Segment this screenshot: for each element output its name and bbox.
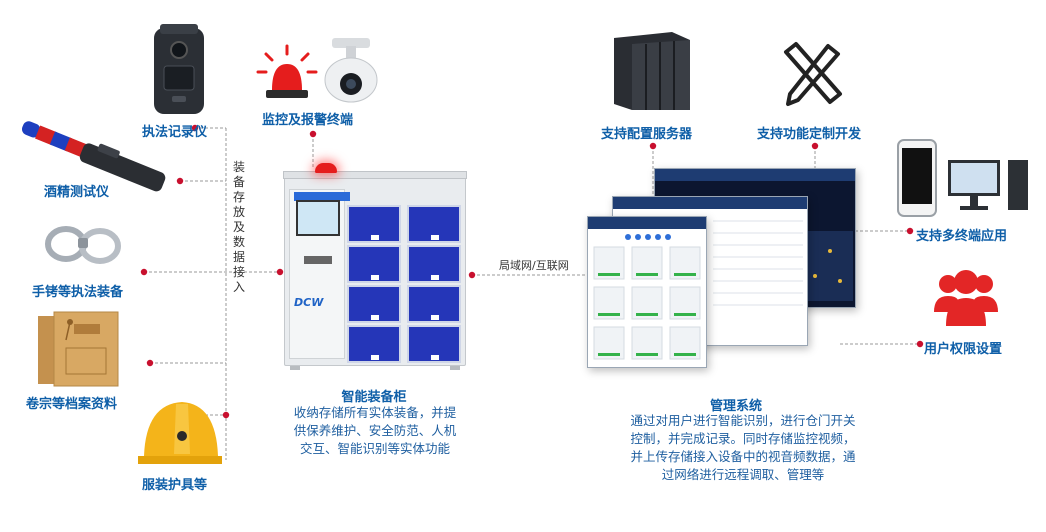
cabinet-legs bbox=[290, 366, 460, 370]
management-title: 管理系统 bbox=[709, 399, 762, 414]
handcuffs-icon bbox=[45, 226, 121, 264]
cabinet-description: 收纳存储所有实体装备，并提 供保养维护、安全防范、人机 交互、智能识别等实体功能 bbox=[282, 404, 468, 458]
cabinet-door bbox=[347, 245, 401, 283]
cabinet-door bbox=[407, 245, 461, 283]
alcohol-tester-icon bbox=[21, 121, 166, 192]
server-label: 支持配置服务器 bbox=[601, 127, 693, 142]
protective-gear-label: 服装护具等 bbox=[142, 478, 208, 493]
cabinet-touchscreen bbox=[296, 200, 340, 236]
screen-table bbox=[713, 220, 803, 306]
screen-header bbox=[588, 217, 706, 229]
cabinet-desc-line: 交互、智能识别等实体功能 bbox=[299, 441, 450, 456]
body-camera-icon bbox=[154, 24, 204, 114]
screen-cards bbox=[593, 234, 701, 360]
multi-terminal-label: 支持多终端应用 bbox=[916, 229, 1008, 244]
management-desc-line: 通过对用户进行智能识别，进行仓门开关 bbox=[630, 413, 856, 428]
cabinet-door bbox=[407, 325, 461, 363]
cabinet-title: 智能装备柜 bbox=[341, 390, 407, 405]
security-camera-icon bbox=[324, 38, 378, 103]
multi-device-icon bbox=[897, 139, 1028, 217]
cabinet-door bbox=[407, 285, 461, 323]
cabinet-door bbox=[347, 205, 401, 243]
screen-header bbox=[613, 197, 807, 209]
screen-header bbox=[655, 169, 855, 181]
management-desc-line: 过网络进行远程调取、管理等 bbox=[661, 467, 825, 482]
cabinet-control-panel: DCW bbox=[289, 189, 350, 359]
archive-folder-icon bbox=[38, 311, 119, 387]
management-desc-line: 控制，并完成记录。同时存储监控视频， bbox=[630, 431, 856, 446]
cabinet-desc-line: 收纳存储所有实体装备，并提 bbox=[293, 405, 457, 420]
recorder-label: 执法记录仪 bbox=[142, 125, 208, 140]
server-rack-icon bbox=[614, 32, 690, 110]
network-label: 局域网/互联网 bbox=[499, 259, 569, 272]
permissions-label: 用户权限设置 bbox=[924, 342, 1003, 357]
cabinet-roof bbox=[283, 171, 467, 179]
cabinet-door bbox=[347, 285, 401, 323]
cabinet-desc-line: 供保养维护、安全防范、人机 bbox=[293, 423, 457, 438]
cabinet-door bbox=[407, 205, 461, 243]
cabinet-alarm-lamp bbox=[315, 163, 337, 173]
management-desc-line: 并上传存储接入设备中的视音频数据，通 bbox=[630, 449, 856, 464]
custom-dev-label: 支持功能定制开发 bbox=[757, 127, 862, 142]
helmet-icon bbox=[138, 402, 222, 464]
cabinet-header-strip bbox=[294, 192, 350, 201]
users-group-icon bbox=[934, 270, 998, 326]
smart-cabinet: DCW bbox=[283, 163, 467, 366]
management-description: 通过对用户进行智能识别，进行仓门开关 控制，并完成记录。同时存储监控视频， 并上… bbox=[612, 412, 874, 484]
alarm-terminal-label: 监控及报警终端 bbox=[262, 113, 354, 128]
cabinet-brand: DCW bbox=[294, 296, 324, 309]
files-label: 卷宗等档案资料 bbox=[26, 397, 118, 412]
handcuffs-label: 手铐等执法装备 bbox=[32, 285, 124, 300]
pencil-ruler-icon bbox=[784, 42, 842, 106]
alarm-light-icon bbox=[256, 44, 318, 98]
dashboard-screen-front bbox=[587, 216, 707, 368]
alcohol-tester-label: 酒精测试仪 bbox=[44, 185, 110, 200]
storage-access-vertical-label: 装备存放及数据接入 bbox=[232, 160, 245, 294]
cabinet-card-slot bbox=[304, 256, 332, 264]
cabinet-door bbox=[347, 325, 401, 363]
